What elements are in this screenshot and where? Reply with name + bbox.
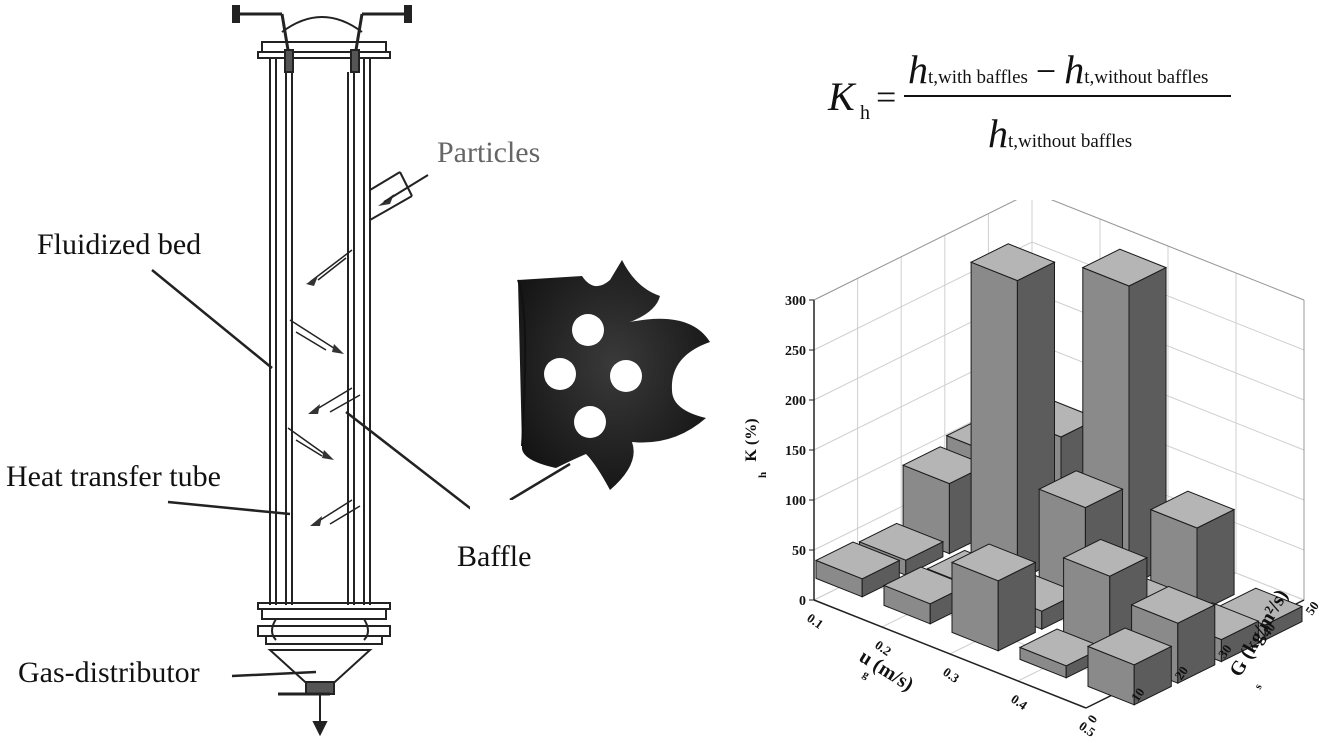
leader-baffle	[345, 411, 470, 510]
bar-top-face	[950, 543, 1037, 582]
leader-fluidized-bed	[151, 269, 273, 369]
bar-top-face	[858, 522, 945, 561]
label-particles: Particles	[437, 136, 541, 169]
x-tick-label: 0.4	[1008, 691, 1030, 713]
formula-lhs-sub: h	[860, 102, 870, 124]
bar-top-face	[1130, 585, 1217, 624]
z-tick-label: 300	[785, 294, 806, 309]
z-tick-label: 200	[785, 394, 806, 409]
x-tick-label: 0.3	[940, 664, 962, 686]
baffle-image	[509, 260, 710, 500]
z-axis-title-sub: h	[757, 472, 769, 478]
bar-top-face	[969, 243, 1056, 282]
bar-top-face	[1037, 470, 1124, 509]
apparatus-drawing	[151, 5, 470, 737]
bar	[950, 543, 1037, 652]
bar-top-face	[1062, 538, 1149, 577]
y-axis-title-sub: s	[1252, 681, 1265, 691]
formula-lhs: K	[828, 74, 855, 119]
sub-without-den: t,without baffles	[1008, 131, 1133, 152]
particle-inlet	[369, 171, 401, 191]
kh-formula: K h = ht,with baffles − ht,without baffl…	[818, 38, 1238, 158]
top-dome	[281, 16, 363, 33]
leader-gas-distributor	[231, 670, 317, 678]
formula-numerator: ht,with baffles − ht,without baffles	[908, 47, 1209, 92]
z-tick-label: 150	[785, 444, 806, 459]
formula-denominator: ht,without baffles	[988, 111, 1133, 156]
bar-top-face	[1086, 627, 1173, 666]
kh-3d-bar-chart: 0501001502002503000.10.20.30.40.50102030…	[743, 200, 1322, 740]
label-baffle: Baffle	[457, 540, 532, 573]
leader-heat-transfer-tube	[167, 500, 291, 516]
x-tick-label: 0.1	[804, 610, 826, 632]
z-axis-title: K (%)	[743, 418, 760, 461]
x-axis-title-sub: g	[860, 668, 871, 681]
z-tick-label: 50	[792, 544, 806, 559]
bar	[1086, 627, 1173, 706]
fraction-bar	[904, 95, 1231, 97]
top-flange	[261, 41, 387, 53]
label-fluidized-bed: Fluidized bed	[37, 228, 202, 261]
z-tick-label: 0	[799, 594, 806, 609]
frame-top-back	[1050, 200, 1305, 301]
frame-top-side	[813, 200, 1017, 301]
z-tick-label: 100	[785, 494, 806, 509]
formula-equals: =	[876, 77, 897, 117]
bar-top-face	[1081, 248, 1168, 287]
label-heat-transfer-tube: Heat transfer tube	[6, 460, 221, 493]
flow-arrows	[287, 249, 361, 525]
y-tick-label: 50	[1302, 598, 1322, 617]
bar-top-face	[814, 541, 901, 580]
formula-minus: −	[1035, 51, 1057, 91]
bar-front-face	[970, 261, 1018, 582]
sub-with: t,with baffles	[928, 67, 1028, 88]
z-tick-label: 250	[785, 344, 806, 359]
chart-bars	[814, 243, 1304, 706]
bar-top-face	[1149, 490, 1236, 529]
sub-without: t,without baffles	[1084, 67, 1209, 88]
x-axis-line	[813, 599, 1087, 709]
label-gas-distributor: Gas-distributor	[18, 656, 200, 689]
